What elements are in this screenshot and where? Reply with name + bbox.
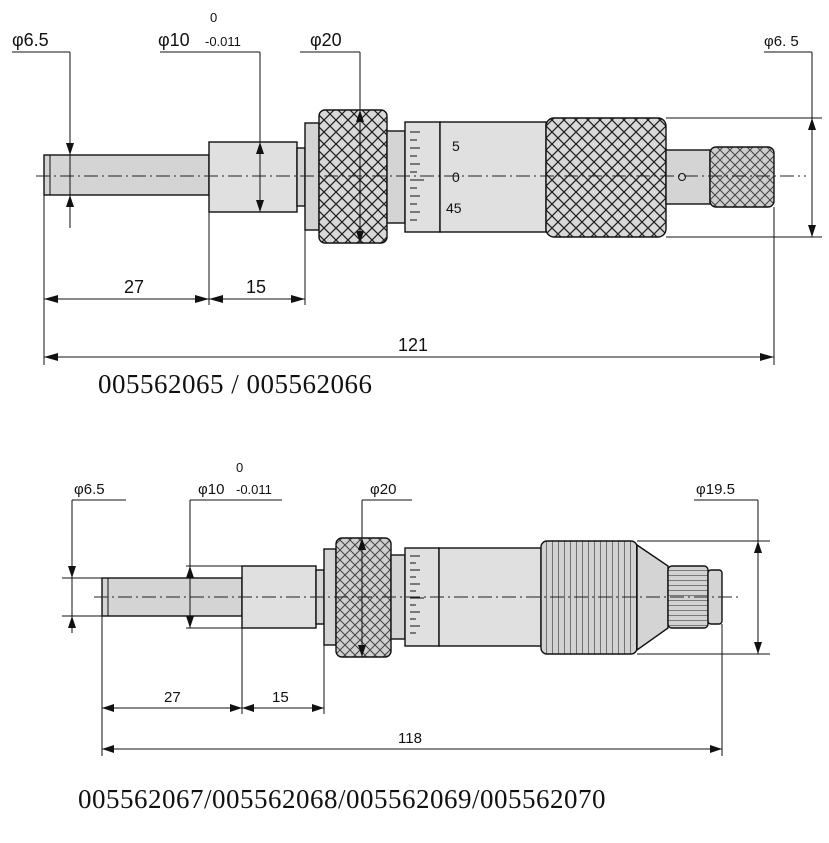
bottom-dim-length-15: 15 xyxy=(242,689,324,712)
bottom-nut-diameter-label: φ20 xyxy=(370,481,396,498)
top-nut-diameter-label: φ20 xyxy=(310,30,342,50)
top-part-numbers: 005562065 / 005562066 xyxy=(98,369,373,399)
top-sleeve xyxy=(404,121,441,233)
top-scale-45: 45 xyxy=(446,200,462,216)
top-tip-diameter-label: φ6.5 xyxy=(12,30,49,50)
top-dim-right-diameter: φ6. 5 xyxy=(666,33,822,238)
bottom-spindle-tol-lower: -0.011 xyxy=(236,482,272,497)
top-thimble-knurl xyxy=(545,117,667,238)
bottom-length-27-label: 27 xyxy=(164,689,181,706)
top-thimble xyxy=(439,121,547,233)
top-scale-0: 0 xyxy=(452,169,460,185)
bottom-tip-diameter-label: φ6.5 xyxy=(74,481,105,498)
top-spindle-shaft xyxy=(208,141,298,213)
bottom-dim-nut-diameter: φ20 xyxy=(358,481,412,657)
top-micrometer-head xyxy=(43,109,775,244)
bottom-spindle-diameter-label: φ10 xyxy=(198,481,224,498)
bottom-spindle-tol-upper: 0 xyxy=(236,460,243,475)
bottom-dim-length-27: 27 xyxy=(102,689,242,712)
top-dim-spindle-diameter: φ10 0 -0.011 xyxy=(158,10,264,212)
top-right-diameter-label: φ6. 5 xyxy=(764,33,799,50)
top-spindle-tol-upper: 0 xyxy=(210,10,217,25)
bottom-right-diameter-label: φ19.5 xyxy=(696,481,735,498)
bottom-part-numbers: 005562067/005562068/005562069/005562070 xyxy=(78,784,606,814)
top-scale-5: 5 xyxy=(452,138,460,154)
top-dim-length-15: 15 xyxy=(209,277,305,303)
bottom-dim-tip-diameter: φ6.5 xyxy=(62,481,126,633)
top-length-15-label: 15 xyxy=(246,277,266,297)
bottom-length-total-label: 118 xyxy=(398,730,422,747)
top-length-total-label: 121 xyxy=(398,335,428,355)
bottom-dim-right-diameter: φ19.5 xyxy=(637,481,770,655)
top-dim-length-total: 121 xyxy=(44,335,774,361)
bottom-length-15-label: 15 xyxy=(272,689,289,706)
bottom-dim-length-total: 118 xyxy=(102,730,722,753)
top-spindle-tip xyxy=(43,154,210,196)
top-length-27-label: 27 xyxy=(124,277,144,297)
top-dim-nut-diameter: φ20 xyxy=(300,30,364,243)
top-dim-tip-diameter: φ6.5 xyxy=(12,30,74,228)
top-ratchet-knurl xyxy=(709,146,775,208)
top-spindle-tol-lower: -0.011 xyxy=(205,34,241,49)
top-dim-length-27: 27 xyxy=(44,277,209,303)
bottom-dim-spindle-diameter: φ10 0 -0.011 xyxy=(186,460,282,629)
top-spindle-diameter-label: φ10 xyxy=(158,30,190,50)
